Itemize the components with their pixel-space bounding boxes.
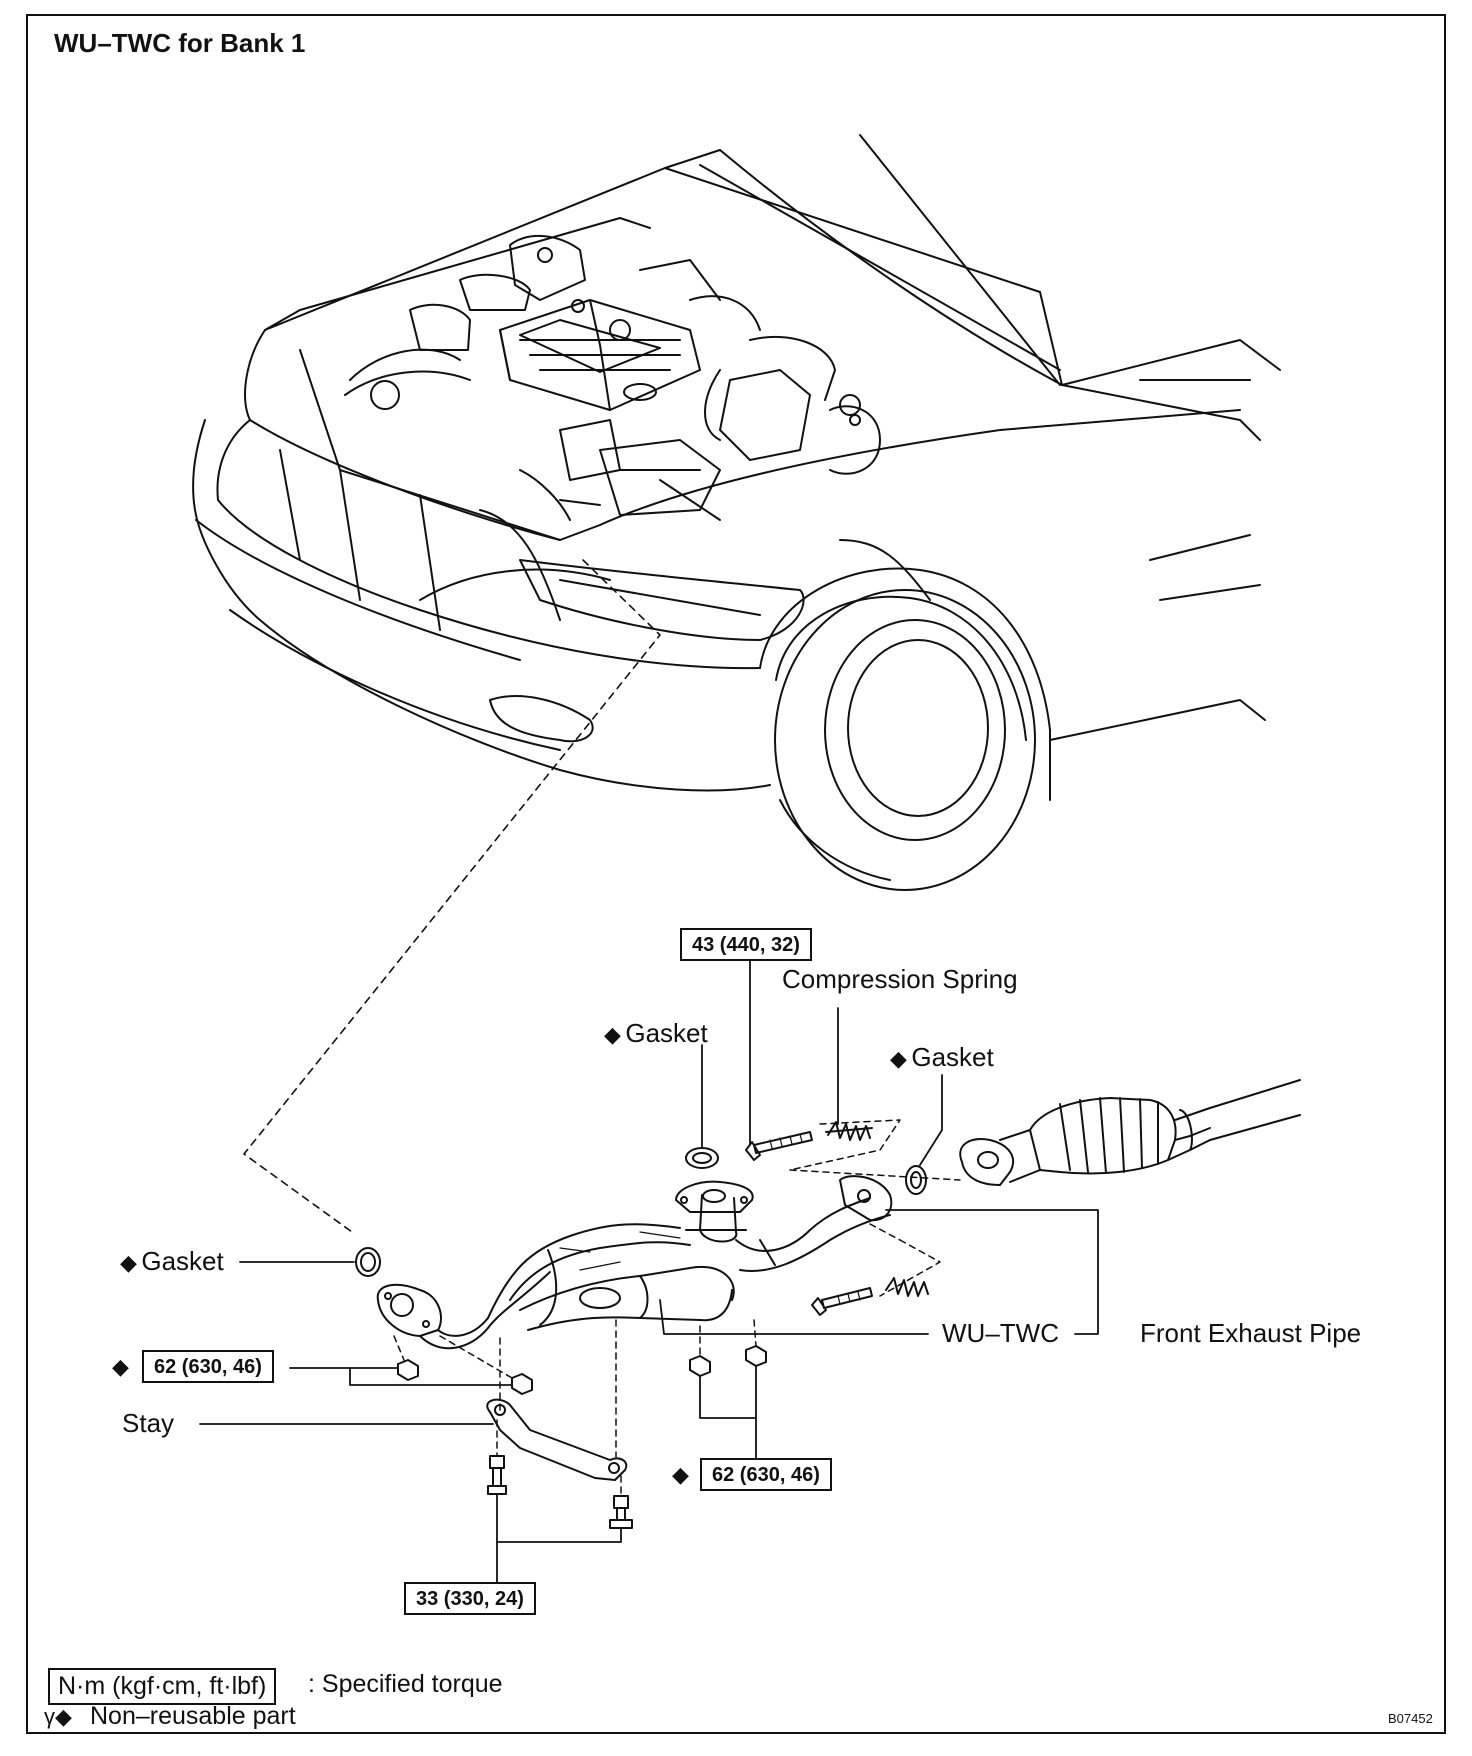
figure-code: B07452 <box>1388 1711 1433 1726</box>
label-front-exhaust-pipe: Front Exhaust Pipe <box>1140 1318 1362 1348</box>
torque-box-left-nuts: 62 (630, 46) <box>142 1350 274 1383</box>
label-compression-spring: Compression Spring <box>782 964 1018 994</box>
diagram-frame <box>26 14 1446 1734</box>
label-gasket-top-center: ◆ Gasket <box>604 1018 708 1048</box>
nonreusable-mark: ◆ <box>120 1250 137 1275</box>
torque-box-bottom-nuts: 62 (630, 46) <box>700 1458 832 1491</box>
legend-nonreusable-description: Non–reusable part <box>90 1702 296 1730</box>
alignment-lines <box>393 1119 961 1497</box>
fasteners <box>397 1121 929 1529</box>
gaskets <box>355 1147 927 1277</box>
car-illustration <box>192 134 1281 891</box>
leader-lines <box>199 959 1099 1583</box>
leader-car-to-part <box>243 559 661 1233</box>
label-wu-twc: WU–TWC <box>942 1318 1059 1348</box>
label-gasket-left: ◆ Gasket <box>120 1246 224 1276</box>
legend-unit-description: : Specified torque <box>308 1670 503 1698</box>
front-exhaust-pipe-converter <box>959 1079 1301 1186</box>
exhaust-assembly <box>376 1175 893 1350</box>
nonreusable-mark: ◆ <box>672 1462 689 1487</box>
label-gasket-top-right: ◆ Gasket <box>890 1042 994 1072</box>
legend-unit-box: N·m (kgf·cm, ft·lbf) <box>48 1668 277 1705</box>
legend-nonreusable-mark: γ◆ <box>44 1704 72 1729</box>
label-stay: Stay <box>122 1408 175 1438</box>
torque-box-bolt-spring: 43 (440, 32) <box>680 928 812 961</box>
torque-box-stay-bolts: 33 (330, 24) <box>404 1582 536 1615</box>
nonreusable-mark: ◆ <box>604 1022 621 1047</box>
nonreusable-mark: ◆ <box>112 1354 129 1379</box>
diagram-title: WU–TWC for Bank 1 <box>54 28 306 58</box>
nonreusable-mark: ◆ <box>890 1046 907 1071</box>
